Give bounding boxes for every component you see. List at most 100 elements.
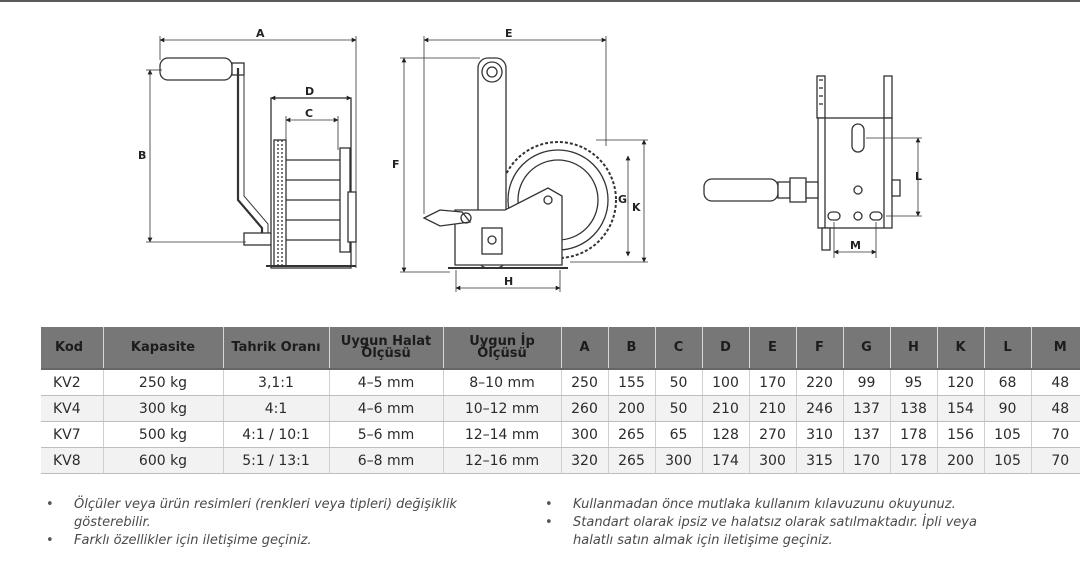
cell-l: 68 bbox=[983, 368, 1031, 396]
dim-label-h: H bbox=[504, 275, 513, 288]
cell-tahrik-orani: 4:1 / 10:1 bbox=[222, 421, 329, 448]
cell-a: 250 bbox=[560, 368, 608, 396]
end-view-dimensions bbox=[833, 137, 922, 258]
cell-kapasite: 600 kg bbox=[102, 447, 223, 474]
cell-g: 137 bbox=[842, 395, 890, 422]
winch-drawings-svg: A B D C bbox=[138, 27, 922, 292]
cell-m: 70 bbox=[1030, 447, 1080, 474]
cell-d: 100 bbox=[701, 368, 749, 396]
cell-kapasite: 250 kg bbox=[102, 368, 223, 396]
col-header-h: H bbox=[889, 327, 937, 369]
cell-m: 48 bbox=[1030, 368, 1080, 396]
dim-label-c: C bbox=[305, 107, 313, 120]
cell-c: 50 bbox=[654, 395, 702, 422]
technical-drawings: A B D C bbox=[138, 27, 922, 292]
dim-label-a: A bbox=[256, 27, 265, 40]
note-text: Standart olarak ipsiz ve halatsız olarak… bbox=[573, 515, 977, 548]
cell-f: 246 bbox=[795, 395, 843, 422]
note-item: • Kullanmadan önce mutlaka kullanım kılav… bbox=[541, 496, 1011, 514]
col-header-m: M bbox=[1030, 327, 1080, 369]
notes-right: • Kullanmadan önce mutlaka kullanım kılav… bbox=[541, 496, 1011, 550]
cell-ip: 12–16 mm bbox=[442, 447, 561, 474]
dim-label-f: F bbox=[392, 158, 400, 171]
cell-kapasite: 300 kg bbox=[102, 395, 223, 422]
col-header-kapasite: Kapasite bbox=[102, 327, 223, 369]
cell-g: 170 bbox=[842, 447, 890, 474]
cell-f: 310 bbox=[795, 421, 843, 448]
notes-left: • Ölçüler veya ürün resimleri (renkleri v… bbox=[42, 496, 512, 550]
cell-kod: KV7 bbox=[41, 421, 103, 448]
cell-l: 105 bbox=[983, 421, 1031, 448]
col-header-c: C bbox=[654, 327, 702, 369]
cell-l: 105 bbox=[983, 447, 1031, 474]
cell-k: 156 bbox=[936, 421, 984, 448]
cell-g: 137 bbox=[842, 421, 890, 448]
cell-d: 128 bbox=[701, 421, 749, 448]
dim-label-e: E bbox=[505, 27, 513, 40]
cell-k: 120 bbox=[936, 368, 984, 396]
cell-b: 265 bbox=[607, 421, 655, 448]
cell-ip: 10–12 mm bbox=[442, 395, 561, 422]
col-header-f: F bbox=[795, 327, 843, 369]
cell-b: 265 bbox=[607, 447, 655, 474]
cell-ip: 8–10 mm bbox=[442, 368, 561, 396]
cell-e: 210 bbox=[748, 395, 796, 422]
cell-e: 270 bbox=[748, 421, 796, 448]
col-header-a: A bbox=[560, 327, 608, 369]
dim-label-k: K bbox=[632, 201, 641, 214]
cell-halat: 6–8 mm bbox=[328, 447, 443, 474]
note-text: Farklı özellikler için iletişime geçiniz… bbox=[74, 533, 312, 548]
end-view-drawing bbox=[703, 75, 901, 251]
bullet-icon: • bbox=[545, 515, 553, 530]
cell-k: 200 bbox=[936, 447, 984, 474]
cell-halat: 4–6 mm bbox=[328, 395, 443, 422]
cell-g: 99 bbox=[842, 368, 890, 396]
spec-table: Kod Kapasite Tahrik Oranı Uygun Halat Öl… bbox=[41, 327, 1080, 474]
dim-label-g: G bbox=[618, 193, 627, 206]
cell-tahrik-orani: 4:1 bbox=[222, 395, 329, 422]
table-row: KV7 500 kg 4:1 / 10:1 5–6 mm 12–14 mm 30… bbox=[41, 421, 1080, 448]
cell-l: 90 bbox=[983, 395, 1031, 422]
dim-label-m: M bbox=[850, 239, 861, 252]
cell-halat: 4–5 mm bbox=[328, 368, 443, 396]
cell-kapasite: 500 kg bbox=[102, 421, 223, 448]
top-rule bbox=[0, 0, 1080, 2]
table-row: KV4 300 kg 4:1 4–6 mm 10–12 mm 260 200 5… bbox=[41, 395, 1080, 422]
col-header-kod: Kod bbox=[41, 327, 103, 369]
cell-h: 178 bbox=[889, 421, 937, 448]
cell-c: 300 bbox=[654, 447, 702, 474]
side-view-drawing bbox=[159, 57, 357, 269]
spec-header-row: Kod Kapasite Tahrik Oranı Uygun Halat Öl… bbox=[41, 327, 1080, 369]
bullet-icon: • bbox=[545, 497, 553, 512]
cell-tahrik-orani: 3,1:1 bbox=[222, 368, 329, 396]
col-header-l: L bbox=[983, 327, 1031, 369]
col-header-g: G bbox=[842, 327, 890, 369]
cell-a: 260 bbox=[560, 395, 608, 422]
col-header-k: K bbox=[936, 327, 984, 369]
cell-kod: KV8 bbox=[41, 447, 103, 474]
cell-tahrik-orani: 5:1 / 13:1 bbox=[222, 447, 329, 474]
col-header-e: E bbox=[748, 327, 796, 369]
note-text: Kullanmadan önce mutlaka kullanım kılavu… bbox=[573, 497, 956, 512]
cell-k: 154 bbox=[936, 395, 984, 422]
front-view-drawing bbox=[422, 57, 617, 269]
cell-halat: 5–6 mm bbox=[328, 421, 443, 448]
bullet-icon: • bbox=[46, 497, 54, 512]
cell-c: 65 bbox=[654, 421, 702, 448]
cell-a: 320 bbox=[560, 447, 608, 474]
note-text: Ölçüler veya ürün resimleri (renkleri ve… bbox=[74, 497, 457, 530]
dim-label-l: L bbox=[915, 170, 922, 183]
side-view-dimensions bbox=[146, 36, 357, 268]
cell-m: 70 bbox=[1030, 421, 1080, 448]
crank-grip bbox=[159, 57, 233, 81]
cell-b: 155 bbox=[607, 368, 655, 396]
col-header-b: B bbox=[607, 327, 655, 369]
note-item: • Ölçüler veya ürün resimleri (renkleri v… bbox=[42, 496, 512, 532]
cell-b: 200 bbox=[607, 395, 655, 422]
cell-kod: KV4 bbox=[41, 395, 103, 422]
dim-label-d: D bbox=[305, 85, 314, 98]
note-item: • Standart olarak ipsiz ve halatsız olara… bbox=[541, 514, 1011, 550]
cell-f: 220 bbox=[795, 368, 843, 396]
cell-c: 50 bbox=[654, 368, 702, 396]
cell-f: 315 bbox=[795, 447, 843, 474]
